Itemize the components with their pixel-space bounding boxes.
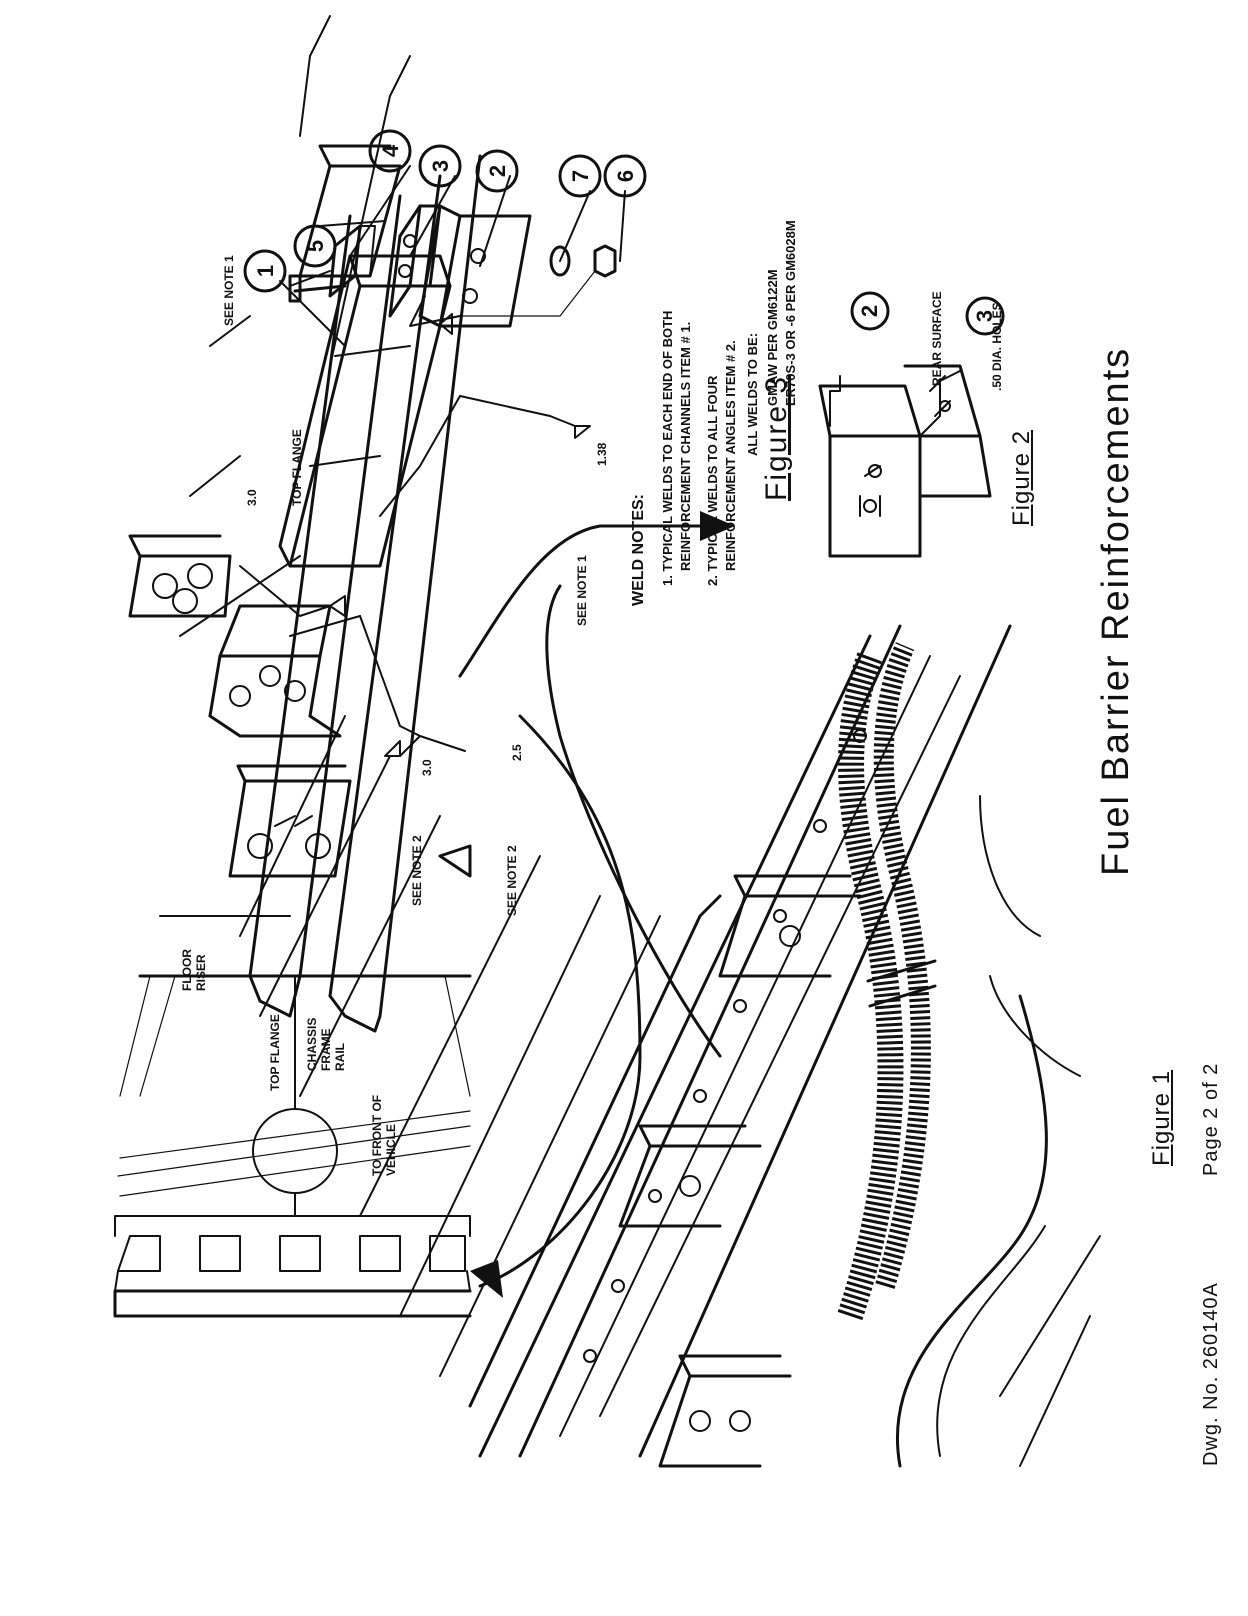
- callout-4: [368, 129, 412, 173]
- svg-text:5: 5: [303, 240, 328, 252]
- weld-size-4: 1.38: [595, 442, 609, 466]
- label-rear-surface: REAR SURFACE: [930, 291, 944, 386]
- callout-7: [558, 154, 602, 198]
- svg-text:7: 7: [568, 170, 593, 182]
- label-see-note-2-a: SEE NOTE 2: [410, 835, 424, 906]
- upper-angle-bracket: [128, 534, 232, 618]
- label-see-note-1-a: SEE NOTE 1: [575, 555, 589, 626]
- weld-size-1: 3.0: [245, 489, 259, 506]
- weld-note-2-line-2: REINFORCEMENT ANGLES ITEM # 2.: [723, 340, 738, 571]
- weld-notes-heading: WELD NOTES:: [630, 494, 647, 606]
- figure1-bracket-a: [658, 1354, 792, 1468]
- weld-spec-line-1: ALL WELDS TO BE:: [745, 332, 760, 456]
- callout-1: [243, 249, 287, 293]
- figure2-caption: Figure 2: [1008, 429, 1035, 526]
- callout-5: [293, 224, 337, 268]
- frame-rail-top: [478, 634, 872, 1458]
- figure3-assembly: [128, 15, 626, 1033]
- weld-size-3: 3.0: [420, 759, 434, 776]
- label-top-flange-left: TOP FLANGE: [268, 1014, 282, 1091]
- drawing-number: Dwg. No. 260140A: [1200, 1282, 1222, 1466]
- callout-leaders: [279, 165, 626, 347]
- left-angle-bracket: [228, 764, 352, 878]
- label-see-note-2-b: SEE NOTE 2: [505, 845, 519, 916]
- weld-spec-line-3: ER70S-3 OR -6 PER GM6028M: [783, 220, 798, 406]
- figure2-detail: [818, 364, 992, 558]
- figure1-bracket-c: [718, 874, 862, 978]
- figure1-bracket-b: [618, 1124, 762, 1228]
- weld-note-2-line-1: 2. TYPICAL WELDS TO ALL FOUR: [705, 375, 720, 586]
- weld-note-1-line-2: REINFORCEMENT CHANNELS ITEM # 1.: [678, 321, 693, 571]
- label-chassis-frame-rail: CHASSIS FRAME RAIL: [305, 1017, 347, 1071]
- floor-riser-panel: [113, 974, 472, 1318]
- callout-6: [603, 154, 647, 198]
- callout-balloons: 1 2 3 4 5 6 7 2 3: [243, 129, 1005, 336]
- floor-riser-edge: [248, 214, 352, 978]
- svg-text:3: 3: [428, 160, 453, 172]
- svg-text:3: 3: [972, 310, 997, 322]
- callout-3: [418, 144, 462, 188]
- svg-text:2: 2: [857, 305, 882, 317]
- callout-2: [475, 149, 519, 193]
- svg-text:1: 1: [253, 265, 278, 277]
- svg-text:4: 4: [378, 144, 403, 157]
- weld-note-1-line-1: 1. TYPICAL WELDS TO EACH END OF BOTH: [660, 310, 675, 586]
- weld-spec-line-2: GMAW PER GM6122M: [765, 269, 780, 406]
- reinforcement-channel-left: [208, 604, 342, 738]
- figure1-caption: Figure 1: [1148, 1069, 1175, 1166]
- frame-rail-bottom: [638, 624, 1012, 1458]
- svg-text:6: 6: [613, 170, 638, 182]
- label-see-note-1-b: SEE NOTE 1: [222, 255, 236, 326]
- label-hole-dia: .50 DIA. HOLES: [990, 302, 1004, 391]
- figure2-callout-3: [965, 296, 1005, 336]
- weld-leaders: [239, 295, 576, 757]
- svg-text:2: 2: [485, 165, 510, 177]
- label-to-front: TO FRONT OF VEHICLE: [370, 1094, 398, 1176]
- weld-size-2: 2.5: [510, 744, 524, 761]
- label-top-flange-right: TOP FLANGE: [290, 429, 304, 506]
- curved-arrow-left: [478, 714, 642, 1288]
- drawing-title: Fuel Barrier Reinforcements: [1095, 346, 1137, 876]
- label-floor-riser: FLOOR RISER: [180, 949, 208, 991]
- figure2-callout-2: [850, 291, 890, 331]
- figure1-vehicle-frame: [113, 511, 1101, 1468]
- right-channel: [298, 144, 402, 278]
- page-number: Page 2 of 2: [1200, 1062, 1222, 1176]
